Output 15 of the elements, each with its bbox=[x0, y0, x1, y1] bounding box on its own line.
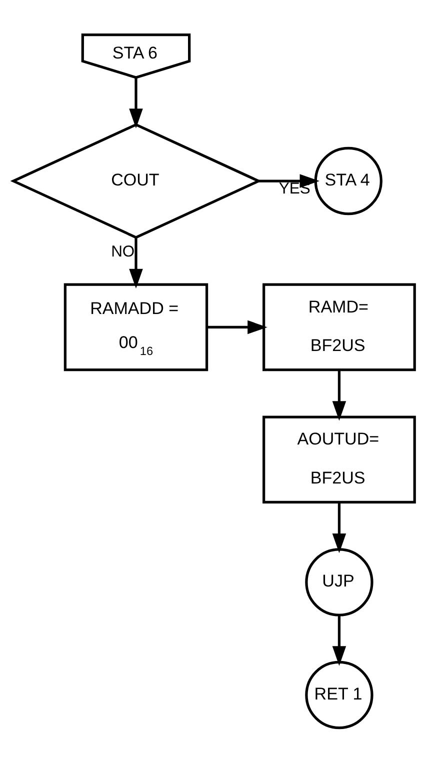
arrow bbox=[332, 370, 346, 421]
node-box: AOUTUD= BF2US bbox=[262, 416, 416, 504]
node-box: RAMD= BF2US bbox=[262, 283, 416, 372]
edge-label: NO bbox=[111, 243, 135, 260]
node-circle: STA 4 bbox=[314, 146, 382, 216]
node-circle: UJP bbox=[305, 548, 374, 616]
node-box: RAMADD = 00$_{16}$ bbox=[64, 283, 208, 372]
node-diamond: COUT bbox=[10, 123, 262, 239]
arrow bbox=[258, 174, 320, 188]
arrow bbox=[207, 320, 268, 334]
arrow bbox=[332, 502, 346, 554]
node-circle: RET 1 bbox=[305, 660, 374, 730]
arrow bbox=[129, 237, 143, 289]
arrow bbox=[129, 78, 143, 128]
arrow bbox=[332, 615, 346, 666]
